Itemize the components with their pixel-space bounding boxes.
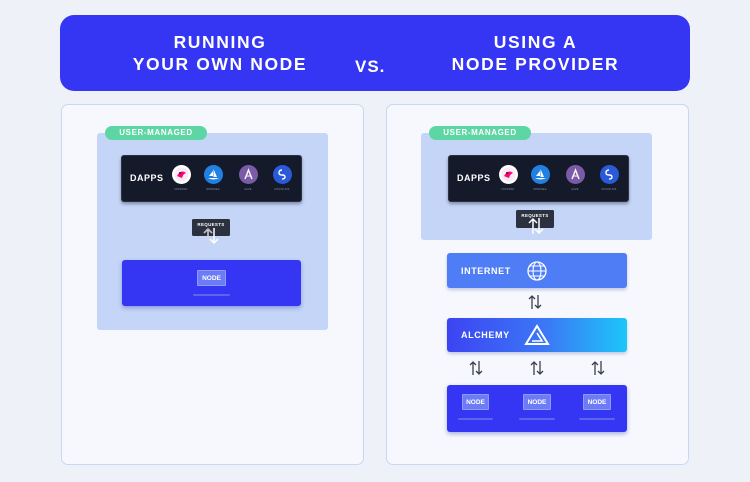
node-base-1 — [458, 418, 493, 420]
node-box-left: NODE — [122, 260, 301, 306]
dapps-label-left: DAPPS — [130, 173, 164, 183]
dapp-name-aave-right: AAVE — [571, 188, 579, 191]
requests-label-right: REQUESTS — [516, 210, 554, 228]
chain-icon — [273, 165, 292, 184]
aave-icon — [566, 165, 585, 184]
dapps-bar-left: DAPPS UNISWAP OPENSEA AAVE CHAINLINK — [121, 155, 302, 202]
dapps-bar-right: DAPPS UNISWAP OPENSEA AAVE CHAINLINK — [448, 155, 629, 202]
opensea-icon — [204, 165, 223, 184]
node-base-3 — [579, 418, 615, 420]
left-title-line1: RUNNING — [173, 32, 267, 52]
dapp-name-uniswap-left: UNISWAP — [174, 188, 188, 191]
node-base-2 — [519, 418, 555, 420]
right-title-line1: USING A — [493, 32, 578, 52]
dapp-name-chainlink-right: CHAINLINK — [601, 188, 617, 191]
user-managed-badge-right: USER-MANAGED — [429, 126, 531, 140]
node-chip-2: NODE — [523, 394, 551, 410]
alchemy-logo-icon — [524, 324, 550, 345]
internet-label: INTERNET — [461, 266, 511, 276]
dapps-label-right: DAPPS — [457, 173, 491, 183]
alchemy-box: ALCHEMY — [447, 318, 627, 352]
dapp-name-opensea-left: OPENSEA — [206, 188, 220, 191]
aave-icon — [239, 165, 258, 184]
opensea-icon — [531, 165, 550, 184]
alchemy-label: ALCHEMY — [461, 330, 510, 340]
dapp-name-chainlink-left: CHAINLINK — [274, 188, 290, 191]
request-arrows-icon-right — [528, 217, 544, 235]
node-base-left — [193, 294, 230, 296]
user-managed-badge-left: USER-MANAGED — [105, 126, 207, 140]
internet-alchemy-arrows-icon — [528, 295, 542, 309]
node-chip-3: NODE — [583, 394, 611, 410]
requests-label-left: REQUESTS — [192, 219, 230, 236]
request-arrows-icon-left — [203, 227, 219, 245]
right-title-line2: NODE PROVIDER — [451, 54, 620, 74]
dapp-name-opensea-right: OPENSEA — [533, 188, 547, 191]
dapp-name-aave-left: AAVE — [244, 188, 252, 191]
left-title: RUNNING YOUR OWN NODE — [100, 31, 340, 75]
right-title: USING A NODE PROVIDER — [428, 31, 643, 75]
dapp-name-uniswap-right: UNISWAP — [501, 188, 515, 191]
alchemy-node2-arrows-icon — [530, 361, 544, 375]
comparison-header: RUNNING YOUR OWN NODE VS. USING A NODE P… — [60, 15, 690, 91]
alchemy-node1-arrows-icon — [469, 361, 483, 375]
node-chip-left: NODE — [197, 270, 226, 286]
node-chip-1: NODE — [462, 394, 489, 410]
alchemy-node3-arrows-icon — [591, 361, 605, 375]
vs-label: VS. — [355, 57, 386, 76]
nodes-box-right: NODE NODE NODE — [447, 385, 627, 432]
uniswap-icon — [499, 165, 518, 184]
uniswap-icon — [172, 165, 191, 184]
globe-icon — [527, 261, 547, 281]
chain-icon — [600, 165, 619, 184]
left-title-line2: YOUR OWN NODE — [132, 54, 308, 74]
internet-box: INTERNET — [447, 253, 627, 288]
